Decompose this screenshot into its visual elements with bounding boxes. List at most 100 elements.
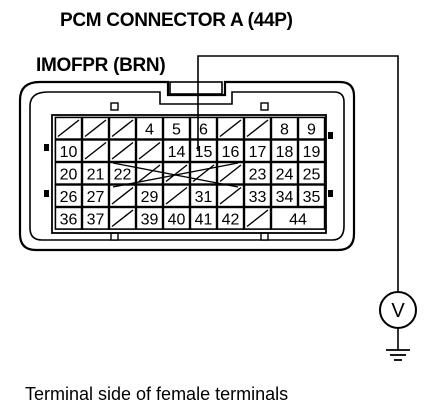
terminal-9: 9 [297,116,326,140]
side-key [328,190,333,197]
terminal-number: 6 [199,121,208,138]
empty-cavity [81,116,110,140]
empty-cavity [216,161,245,185]
terminal-number: 15 [195,144,213,161]
empty-cavity [54,116,83,140]
terminal-8: 8 [270,116,299,140]
ground-icon [386,349,410,361]
terminal-33: 33 [243,184,272,208]
terminal-34: 34 [270,184,299,208]
cavity-outline [216,206,245,230]
terminal-37: 37 [81,206,110,230]
unused-slash [138,141,161,160]
unused-slash [84,119,107,138]
probe-wire [197,55,399,292]
terminal-18: 18 [270,139,299,163]
terminal-26: 26 [54,184,83,208]
side-key [44,190,49,197]
terminal-42: 42 [216,206,245,230]
terminal-16: 16 [216,139,245,163]
cavity-outline [135,206,164,230]
terminal-40: 40 [162,206,191,230]
cavity-outline [297,161,326,185]
terminal-number: 24 [276,166,294,183]
terminal-number: 5 [172,121,181,138]
terminal-number: 25 [303,166,321,183]
terminal-number: 21 [87,166,105,183]
unused-slash [219,164,242,183]
empty-cavity [108,184,137,208]
terminal-44: 44 [270,206,326,230]
unused-slash [138,164,161,183]
terminal-number: 9 [307,121,316,138]
empty-cavity [108,139,137,163]
terminal-number: 4 [145,121,154,138]
cavity-outline [189,139,218,163]
side-key [328,132,333,139]
terminal-5: 5 [162,116,191,140]
wire-label: IMOFPR (BRN) [36,55,166,76]
terminal-number: 10 [60,144,78,161]
unused-slash [111,119,134,138]
terminal-27: 27 [81,184,110,208]
lock-notch [260,232,269,241]
connector-latch [169,81,223,95]
cavity-outline [270,206,326,230]
unused-slash [111,186,134,205]
unused-slash [219,186,242,205]
empty-cavity [108,116,137,140]
terminal-number: 22 [114,166,132,183]
unused-slash [219,119,242,138]
terminal-number: 41 [195,211,213,228]
terminal-4: 4 [135,116,164,140]
terminal-number: 19 [303,144,321,161]
voltmeter-icon: V [379,291,417,329]
empty-cavity [162,184,191,208]
terminal-number: 8 [280,121,289,138]
voltmeter-symbol: V [391,300,405,322]
terminal-number: 29 [141,189,159,206]
terminal-number: 40 [168,211,186,228]
terminal-21: 21 [81,161,110,185]
unused-slash [165,186,188,205]
terminal-number: 18 [276,144,294,161]
terminal-35: 35 [297,184,326,208]
terminal-31: 31 [189,184,218,208]
terminal-41: 41 [189,206,218,230]
terminal-24: 24 [270,161,299,185]
unused-slash [111,209,134,228]
terminal-number: 36 [60,211,78,228]
unused-slash [246,209,269,228]
connector-housing-outer [18,80,356,252]
terminal-number: 39 [141,211,159,228]
lock-notch [110,232,119,241]
terminal-39: 39 [135,206,164,230]
empty-cavity [216,184,245,208]
terminal-17: 17 [243,139,272,163]
lock-notch [260,102,269,111]
empty-cavity [108,206,137,230]
empty-cavity [81,139,110,163]
unused-slash [84,141,107,160]
terminal-number: 20 [60,166,78,183]
empty-cavity [135,139,164,163]
terminal-number: 31 [195,189,213,206]
terminal-29: 29 [135,184,164,208]
empty-cavity [135,161,164,185]
terminal-number: 26 [60,189,78,206]
cavity-outline [189,184,218,208]
terminal-face [51,114,327,234]
terminal-6: 6 [189,116,218,140]
terminal-number: 37 [87,211,105,228]
unused-slash [165,164,188,183]
terminal-36: 36 [54,206,83,230]
unused-slash [111,141,134,160]
empty-cavity [243,116,272,140]
terminal-number: 35 [303,189,321,206]
unused-slash [57,119,80,138]
terminal-number: 44 [289,211,307,228]
side-key [44,144,49,151]
cavity-outline [162,139,191,163]
terminal-19: 19 [297,139,326,163]
